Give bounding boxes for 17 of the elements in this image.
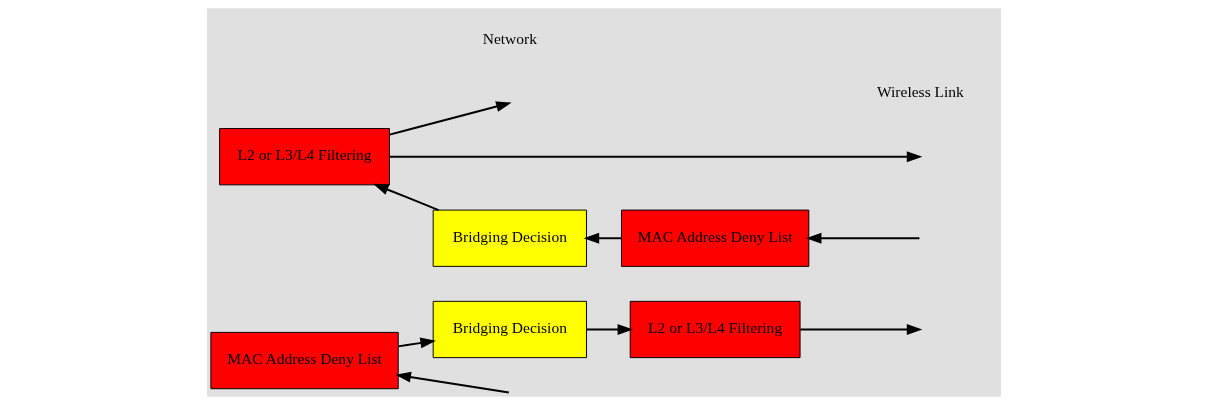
arrow [585,324,634,335]
label: Network [482,29,537,47]
node-box: L2 or L3/L4 Filtering [219,128,390,186]
node-box: Bridging Decision [432,300,587,359]
arrow [583,232,623,244]
arrow [799,324,923,335]
arrow [805,232,921,244]
node-box: MAC Address Deny List [210,331,399,390]
label: Wireless Link [877,83,964,101]
arrow [388,101,512,136]
arrow [397,337,436,349]
node-box: MAC Address Deny List [621,209,810,267]
node-box: Bridging Decision [432,209,587,267]
node-box: L2 or L3/L4 Filtering [629,300,801,359]
arrow [395,371,510,394]
arrow [373,183,440,212]
arrow [388,151,923,163]
